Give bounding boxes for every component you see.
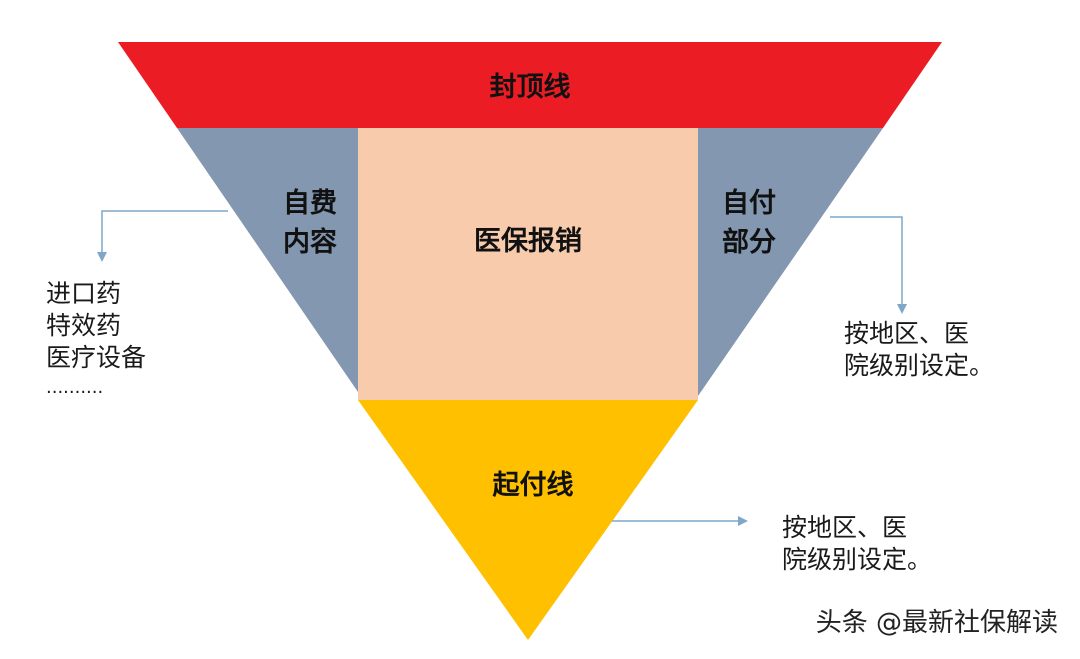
co-pay-label-line2: 部分: [722, 226, 776, 258]
bottom-note: 按地区、医 院级别设定。: [782, 512, 932, 576]
cap-line-band: [118, 42, 942, 128]
left-self-pay-wedge: [177, 128, 358, 392]
bottom-note-line-2: 院级别设定。: [782, 545, 933, 574]
left-note-line-2: 特效药: [46, 311, 122, 340]
left-connector-line: [101, 210, 228, 258]
right-note-line-1: 按地区、医: [844, 319, 970, 348]
deductible-line-triangle: [358, 400, 698, 640]
right-note-line-2: 院级别设定。: [844, 351, 995, 380]
left-note-line-3: 医疗设备: [46, 343, 147, 372]
insurance-reimbursement-box: [358, 128, 698, 400]
bottom-note-line-1: 按地区、医: [782, 513, 908, 542]
left-note: 进口药 特效药 医疗设备 ..........: [46, 278, 146, 402]
right-co-pay-wedge: [698, 128, 883, 396]
self-pay-label-line2: 内容: [283, 226, 337, 258]
reimbursement-label: 医保报销: [474, 226, 582, 257]
left-connector-arrowhead: [97, 252, 107, 262]
right-connector-line: [830, 216, 903, 310]
left-note-line-1: 进口药: [46, 279, 122, 308]
cap-line-label: 封顶线: [490, 72, 571, 103]
right-note: 按地区、医 院级别设定。: [844, 318, 994, 382]
right-connector-arrowhead: [897, 304, 907, 314]
left-note-line-4: ..........: [46, 377, 104, 398]
self-pay-label-line1: 自费: [283, 187, 337, 219]
source-watermark: 头条 @最新社保解读: [815, 608, 1058, 638]
co-pay-label-line1: 自付: [722, 187, 776, 219]
bottom-connector-arrowhead: [738, 516, 748, 526]
deductible-line-label: 起付线: [493, 470, 574, 501]
